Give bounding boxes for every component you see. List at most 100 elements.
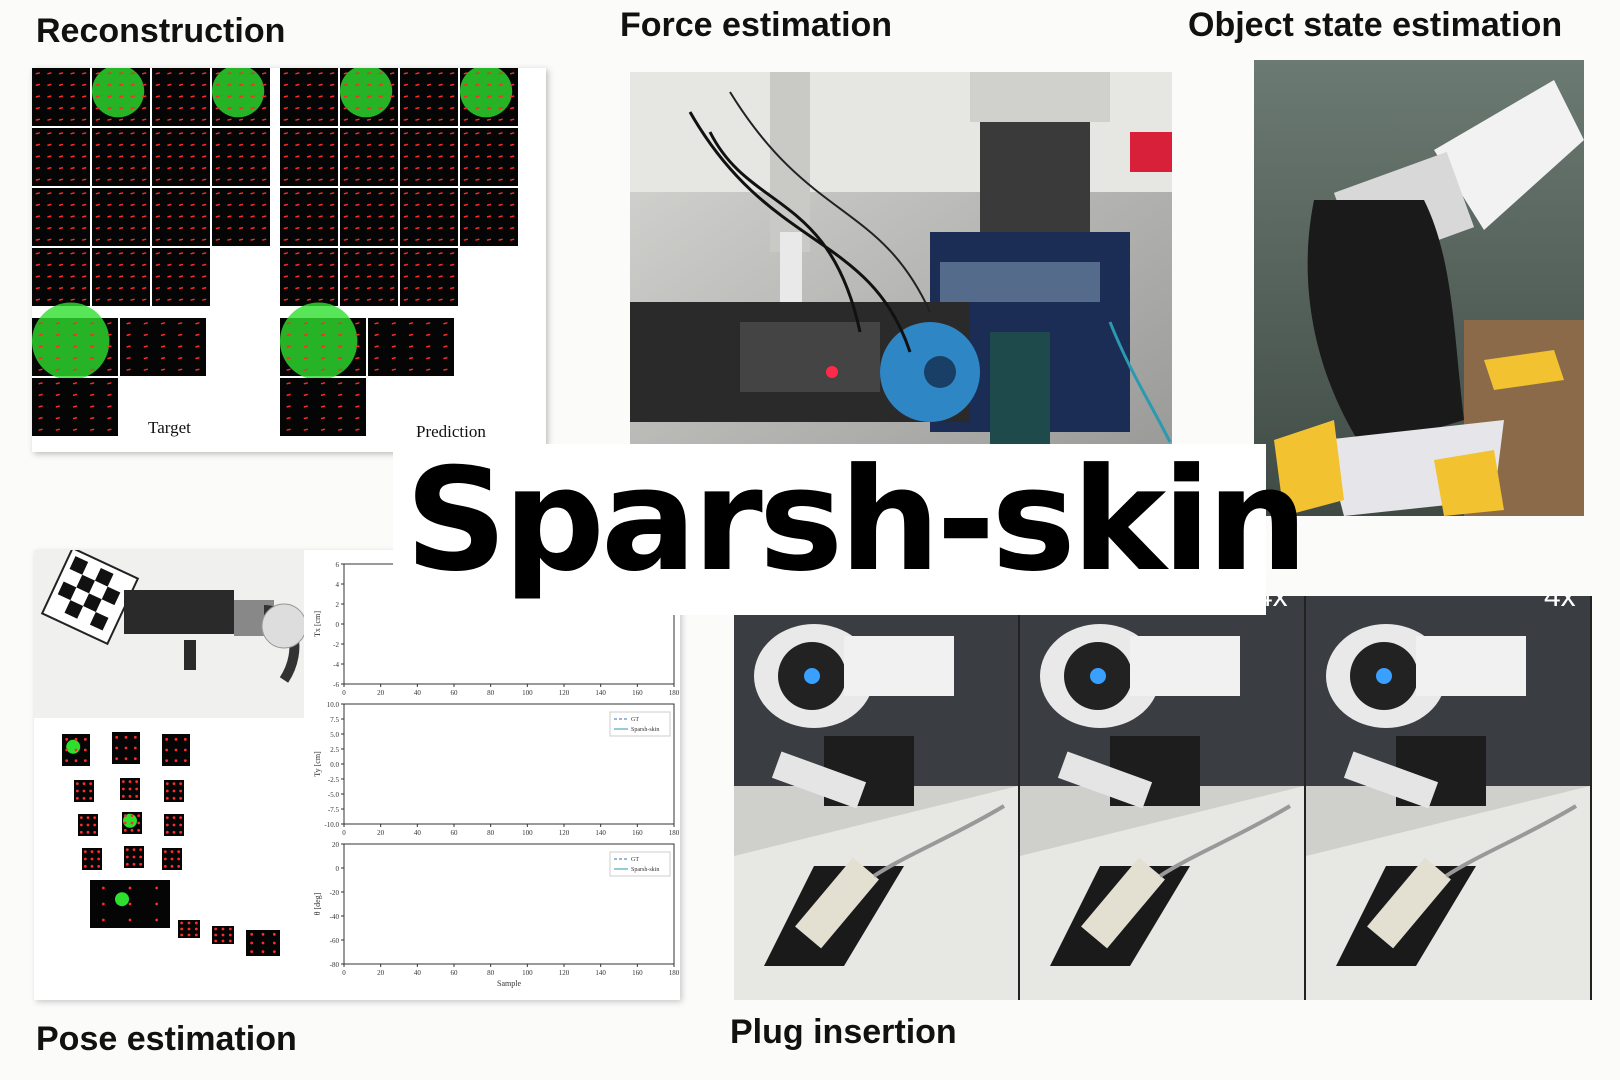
sensor-tile — [120, 318, 206, 376]
sensor-tile — [32, 302, 118, 380]
y-tick-label: -7.5 — [328, 806, 340, 814]
x-tick-label: 20 — [377, 829, 385, 837]
speed-label-3: 4x — [1544, 596, 1576, 613]
sensor-pad — [120, 778, 140, 800]
sensor-tile — [280, 68, 338, 126]
sensor-tile — [212, 128, 270, 186]
sensor-pad — [124, 846, 144, 868]
y-axis-label: Tx [cm] — [313, 611, 322, 637]
sensor-tile — [212, 68, 270, 126]
y-tick-label: 5.0 — [330, 731, 339, 739]
sensor-tile — [368, 318, 454, 376]
force-estimation-label: Force estimation — [620, 6, 893, 44]
sensor-tile — [152, 188, 210, 246]
y-tick-label: 10.0 — [327, 701, 340, 709]
x-tick-label: 100 — [522, 689, 533, 697]
y-tick-label: 4 — [336, 581, 340, 589]
sensor-tile — [460, 128, 518, 186]
sensor-tile — [32, 128, 90, 186]
x-tick-label: 160 — [632, 969, 643, 977]
x-tick-label: 120 — [559, 969, 570, 977]
x-tick-label: 140 — [595, 689, 606, 697]
robot-hand-object-image — [1254, 60, 1584, 516]
pose-estimation-label: Pose estimation — [36, 1020, 297, 1058]
x-tick-label: 140 — [595, 969, 606, 977]
sensor-pad — [90, 880, 170, 928]
x-tick-label: 60 — [451, 689, 459, 697]
sensor-tile — [32, 378, 118, 436]
sensor-pad — [164, 814, 184, 836]
sensor-tile — [460, 188, 518, 246]
x-tick-label: 60 — [451, 829, 459, 837]
sensor-tile — [32, 248, 90, 306]
chart-legend — [609, 711, 671, 737]
sensor-pad — [112, 732, 140, 764]
target-caption: Target — [148, 418, 191, 437]
y-tick-label: 20 — [332, 841, 340, 849]
x-tick-label: 100 — [522, 829, 533, 837]
sensor-pad — [162, 734, 190, 766]
plug-insertion-frames — [734, 596, 1590, 1000]
pose-camera-image — [34, 550, 304, 718]
sensor-pad — [82, 848, 102, 870]
plug-frame — [734, 596, 1018, 1000]
x-tick-label: 160 — [632, 829, 643, 837]
x-tick-label: 120 — [559, 689, 570, 697]
x-tick-label: 40 — [414, 829, 422, 837]
legend-entry: Sparsh-skin — [631, 867, 659, 873]
chart-legend — [609, 851, 671, 877]
y-tick-label: -40 — [330, 913, 340, 921]
x-tick-label: 40 — [414, 689, 422, 697]
sensor-tile — [340, 248, 398, 306]
sensor-tile — [280, 248, 338, 306]
y-tick-label: 0 — [336, 865, 340, 873]
y-tick-label: 6 — [336, 561, 340, 569]
y-tick-label: -10.0 — [324, 821, 339, 829]
sensor-tile — [32, 188, 90, 246]
sensor-pad — [78, 814, 98, 836]
sensor-tile — [92, 188, 150, 246]
sensor-pad — [62, 734, 90, 766]
plug-insertion-panel: 4x 4x 4x — [734, 596, 1592, 1000]
sensor-tile — [92, 248, 150, 306]
legend-entry: GT — [631, 857, 639, 863]
sensor-tile — [212, 188, 270, 246]
sensor-tile — [280, 302, 366, 380]
sensor-tile — [460, 68, 518, 126]
sensor-tile — [152, 68, 210, 126]
pose-sensor-layout — [62, 732, 280, 956]
plug-insertion-label: Plug insertion — [730, 1013, 957, 1051]
chart-frame — [343, 843, 675, 965]
prediction-caption: Prediction — [416, 422, 486, 441]
sensor-tile — [280, 188, 338, 246]
plug-frame — [1306, 596, 1590, 1000]
x-tick-label: 20 — [377, 689, 385, 697]
x-tick-label: 80 — [487, 829, 495, 837]
reconstruction-label: Reconstruction — [36, 12, 286, 50]
x-tick-label: 160 — [632, 689, 643, 697]
sensor-tile — [92, 68, 150, 126]
force-estimation-photo — [630, 72, 1172, 448]
reconstruction-grids — [32, 68, 518, 436]
sensor-tile — [152, 248, 210, 306]
y-tick-label: -2 — [333, 641, 339, 649]
y-tick-label: -6 — [333, 681, 339, 689]
x-axis-label: Sample — [497, 979, 521, 988]
sensor-tile — [280, 378, 366, 436]
legend-entry: Sparsh-skin — [631, 727, 659, 733]
y-axis-label: Ty [cm] — [313, 751, 322, 777]
x-tick-label: 0 — [342, 969, 346, 977]
x-tick-label: 60 — [451, 969, 459, 977]
title-text: Sparsh-skin — [405, 438, 1308, 603]
y-axis-label: θ [deg] — [313, 892, 322, 915]
sensor-tile — [152, 128, 210, 186]
object-state-label: Object state estimation — [1188, 6, 1563, 44]
title-banner: Sparsh-skin — [393, 438, 1308, 615]
x-tick-label: 100 — [522, 969, 533, 977]
y-tick-label: 0 — [336, 621, 340, 629]
y-tick-label: 7.5 — [330, 716, 339, 724]
sensor-pad — [122, 812, 142, 834]
sensor-tile — [400, 248, 458, 306]
object-state-photo — [1254, 60, 1584, 516]
